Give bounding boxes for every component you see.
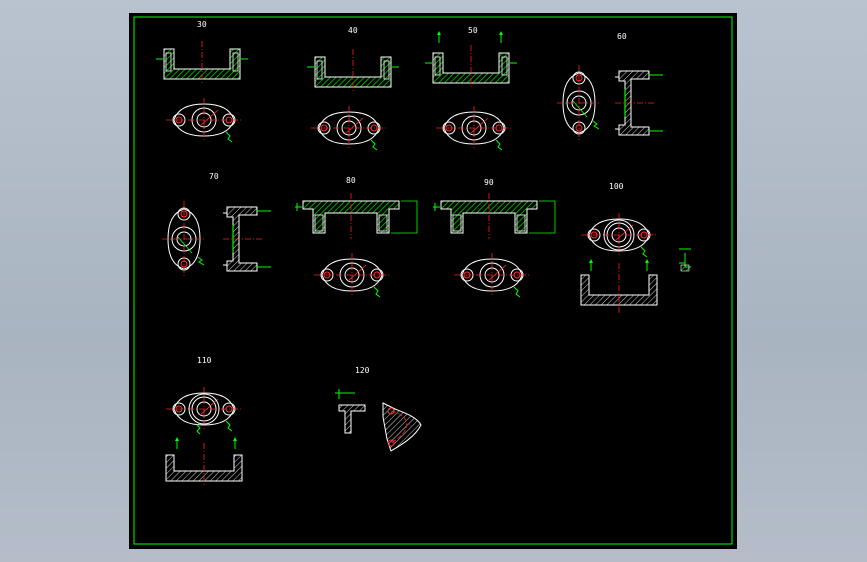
operation-120-label: 120: [355, 366, 370, 375]
operation-110: 110: [165, 356, 243, 487]
operation-50-label: 50: [468, 26, 478, 35]
operation-70: 70: [161, 172, 272, 278]
drawing-border: [133, 16, 733, 545]
operation-50: 50: [424, 26, 518, 151]
drawing-canvas: 30 40 50 60 70 80 90 1: [133, 16, 733, 545]
operation-30-label: 30: [197, 20, 207, 29]
operation-110-label: 110: [197, 356, 212, 365]
operation-100: 100: [580, 182, 691, 313]
operation-60: 60: [556, 32, 664, 142]
drawing-sheet: 30 40 50 60 70 80 90 1: [129, 13, 737, 549]
operation-80-label: 80: [346, 176, 356, 185]
operation-90-label: 90: [484, 178, 494, 187]
operation-40-label: 40: [348, 26, 358, 35]
operation-120: 120: [335, 366, 422, 452]
operation-100-label: 100: [609, 182, 624, 191]
operation-80: 80: [294, 176, 418, 298]
operation-70-label: 70: [209, 172, 219, 181]
operation-90: 90: [432, 178, 556, 298]
operation-30: 30: [155, 20, 249, 143]
operation-40: 40: [306, 26, 400, 151]
operation-60-label: 60: [617, 32, 627, 41]
